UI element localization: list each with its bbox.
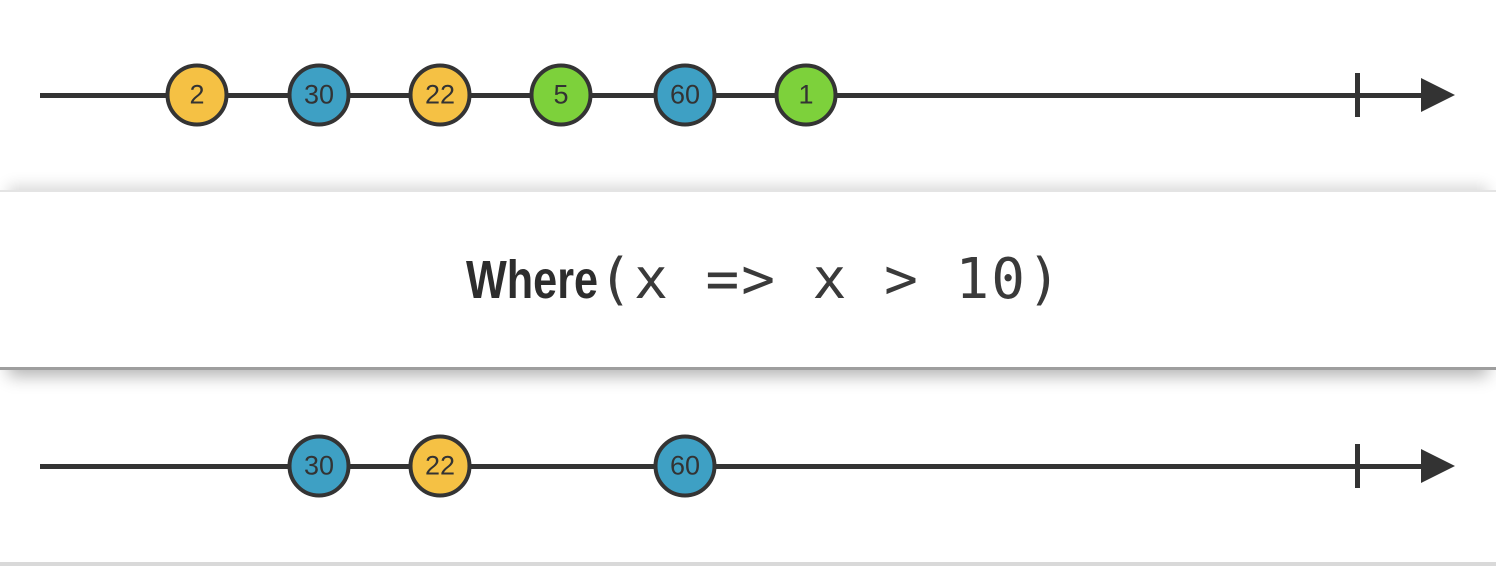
marble-22[interactable]: 22	[408, 63, 472, 127]
arrow-head-icon	[1421, 78, 1455, 112]
marble-30: 30	[287, 434, 351, 498]
output-complete-tick	[1355, 444, 1360, 488]
input-stream-row: 2 30 22 5 60 1	[0, 0, 1496, 190]
output-stream-row: 30 22 60	[0, 370, 1496, 562]
marble-30[interactable]: 30	[287, 63, 351, 127]
marble-60[interactable]: 60	[653, 63, 717, 127]
arrow-head-icon	[1421, 449, 1455, 483]
marble-1[interactable]: 1	[774, 63, 838, 127]
marble-5[interactable]: 5	[529, 63, 593, 127]
input-timeline-line	[40, 92, 1438, 98]
marble-2[interactable]: 2	[165, 63, 229, 127]
marble-60: 60	[653, 434, 717, 498]
operator-box: Where(x => x > 10)	[0, 190, 1496, 370]
input-complete-tick	[1355, 73, 1360, 117]
output-timeline-line	[40, 463, 1438, 469]
operator-predicate: (x => x > 10)	[598, 247, 1063, 312]
marble-22: 22	[408, 434, 472, 498]
operator-name: Where	[466, 249, 599, 310]
